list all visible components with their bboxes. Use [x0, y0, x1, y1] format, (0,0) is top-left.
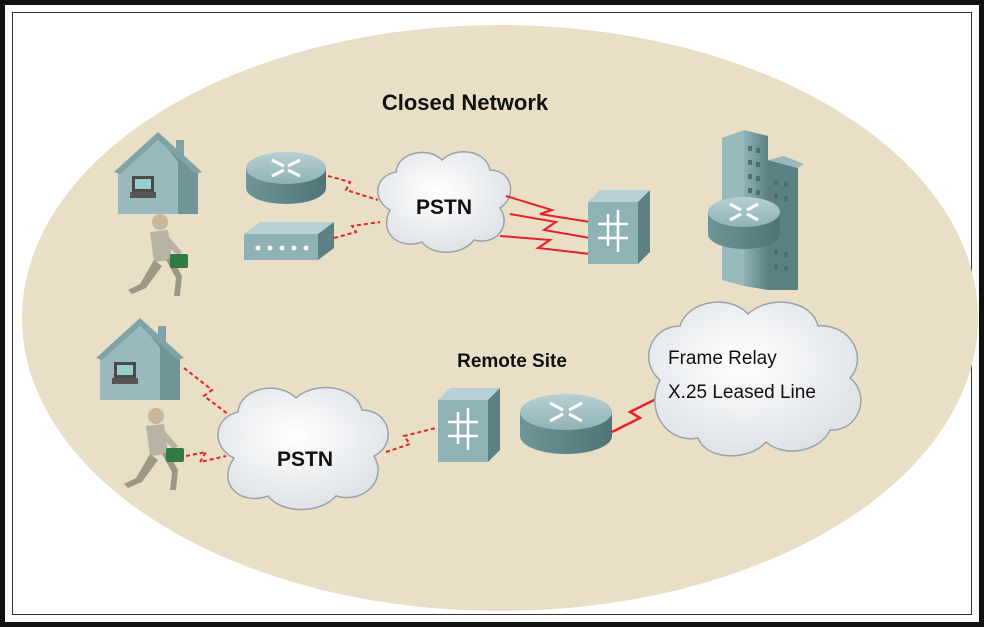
dialup-link-modem-top [333, 221, 381, 239]
wan-cloud-line2: X.25 Leased Line [668, 382, 816, 403]
pstn-top-label: PSTN [416, 196, 472, 219]
trunk-link-1 [505, 195, 591, 223]
dialup-link-user-bottom [185, 450, 227, 464]
pstn-bottom-label: PSTN [277, 448, 333, 471]
router-icon [520, 394, 612, 454]
closed-network-title: Closed Network [382, 90, 549, 115]
access-server-icon [588, 190, 650, 264]
remote-site-label: Remote Site [457, 351, 567, 372]
trunk-link-2 [509, 213, 591, 239]
pstn-cloud-bottom: PSTN [217, 386, 389, 511]
home-icon [114, 132, 202, 214]
home-icon [96, 318, 184, 400]
building-router-icon [708, 130, 804, 290]
modem-icon [244, 222, 334, 260]
dialup-link-remote-site [385, 427, 437, 453]
wan-link [611, 396, 659, 434]
router-icon [246, 152, 326, 204]
wan-cloud-line1: Frame Relay [668, 348, 777, 369]
wan-cloud: Frame Relay X.25 Leased Line [648, 301, 862, 457]
trunk-link-3 [499, 235, 591, 255]
dialup-link-home-bottom [183, 367, 237, 421]
mobile-user-icon [128, 214, 188, 296]
pstn-cloud-top: PSTN [377, 151, 512, 253]
mobile-user-icon [124, 408, 184, 490]
access-server-icon [438, 388, 500, 462]
